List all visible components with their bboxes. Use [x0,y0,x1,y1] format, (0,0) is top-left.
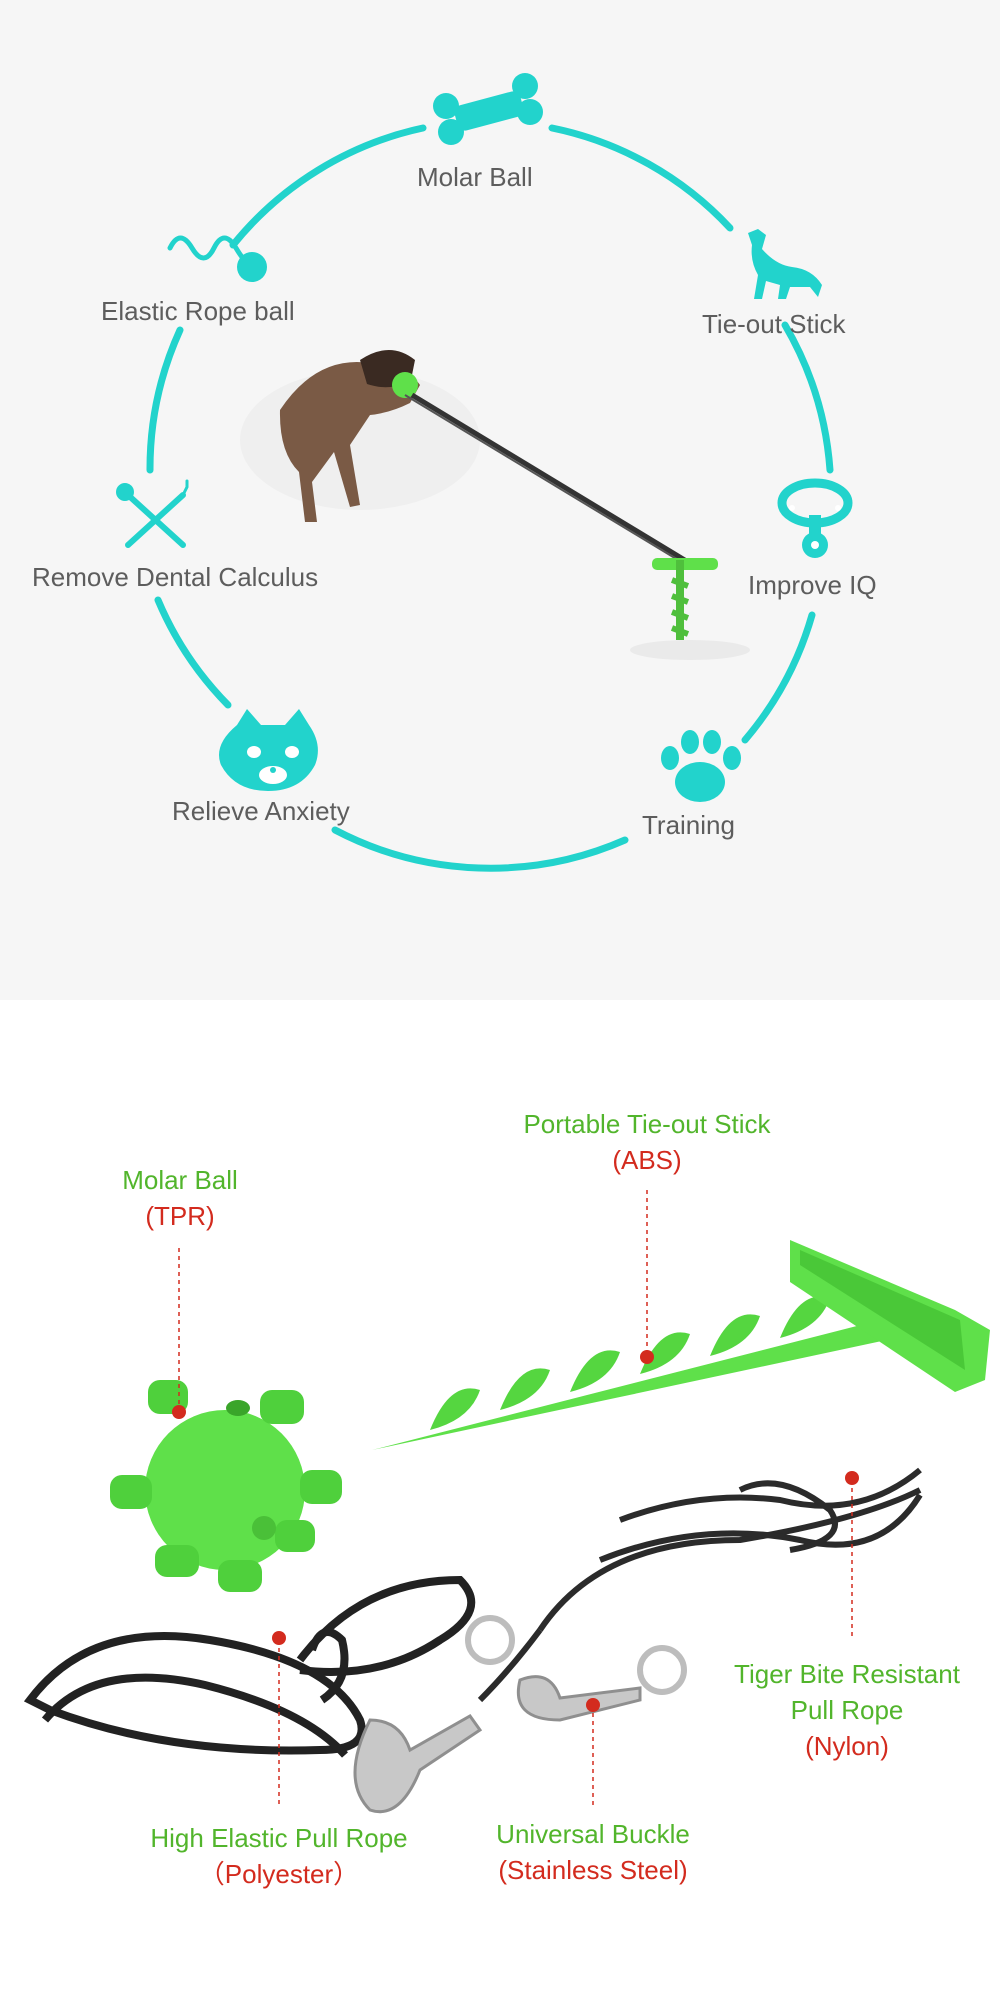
part-material: (TPR) [145,1201,215,1231]
part-material: (Stainless Steel) [498,1855,688,1885]
dog-with-toy-photo [240,350,750,660]
part-tie-out-stick: Portable Tie-out Stick (ABS) [495,1106,799,1178]
molar-ball-product [110,1380,342,1592]
feature-label-training: Training [642,810,735,840]
buckle-product [353,1615,687,1813]
collar-icon [777,478,853,558]
feature-circle-graphic [116,73,853,872]
part-molar-ball: Molar Ball (TPR) [96,1162,264,1234]
callout-dots [172,1350,859,1712]
shiba-face-icon [219,709,318,791]
part-elastic-pull-rope: High Elastic Pull Rope （Polyester） [120,1820,438,1892]
feature-label-elastic-rope-ball: Elastic Rope ball [101,296,295,326]
feature-label-relieve-anxiety: Relieve Anxiety [172,796,350,826]
feature-ring [146,124,834,872]
rope-ball-icon [167,235,267,282]
dental-tools-icon [116,479,189,548]
part-name: High Elastic Pull Rope [150,1823,408,1853]
dog-silhouette-icon [748,229,822,299]
part-material: (ABS) [612,1145,682,1175]
nylon-rope-product [477,1467,923,1703]
callout-leaders [178,1190,853,1805]
features-section: Molar Ball Tie-out Stick Improve IQ Trai… [32,73,877,872]
feature-label-molar-ball: Molar Ball [417,162,533,192]
parts-graphic [23,1190,990,1813]
part-material: (Nylon) [805,1731,889,1761]
parts-section: Molar Ball (TPR) Portable Tie-out Stick … [0,1000,1000,2000]
feature-label-improve-iq: Improve IQ [748,570,877,600]
part-name: Universal Buckle [496,1819,690,1849]
feature-label-tie-out-stick: Tie-out Stick [702,309,846,339]
part-universal-buckle: Universal Buckle (Stainless Steel) [470,1816,716,1888]
part-material: （Polyester） [198,1859,360,1889]
bone-icon [433,73,543,145]
elastic-rope-product [23,1575,476,1758]
part-name: Portable Tie-out Stick [523,1109,771,1139]
feature-label-remove-dental-calculus: Remove Dental Calculus [32,562,319,592]
part-name: Molar Ball [122,1165,238,1195]
part-nylon-pull-rope: Tiger Bite Resistant Pull Rope (Nylon) [712,1656,982,1764]
paw-icon [661,730,741,802]
part-name: Tiger Bite Resistant Pull Rope [734,1659,960,1725]
tie-out-stick-product [372,1240,990,1450]
